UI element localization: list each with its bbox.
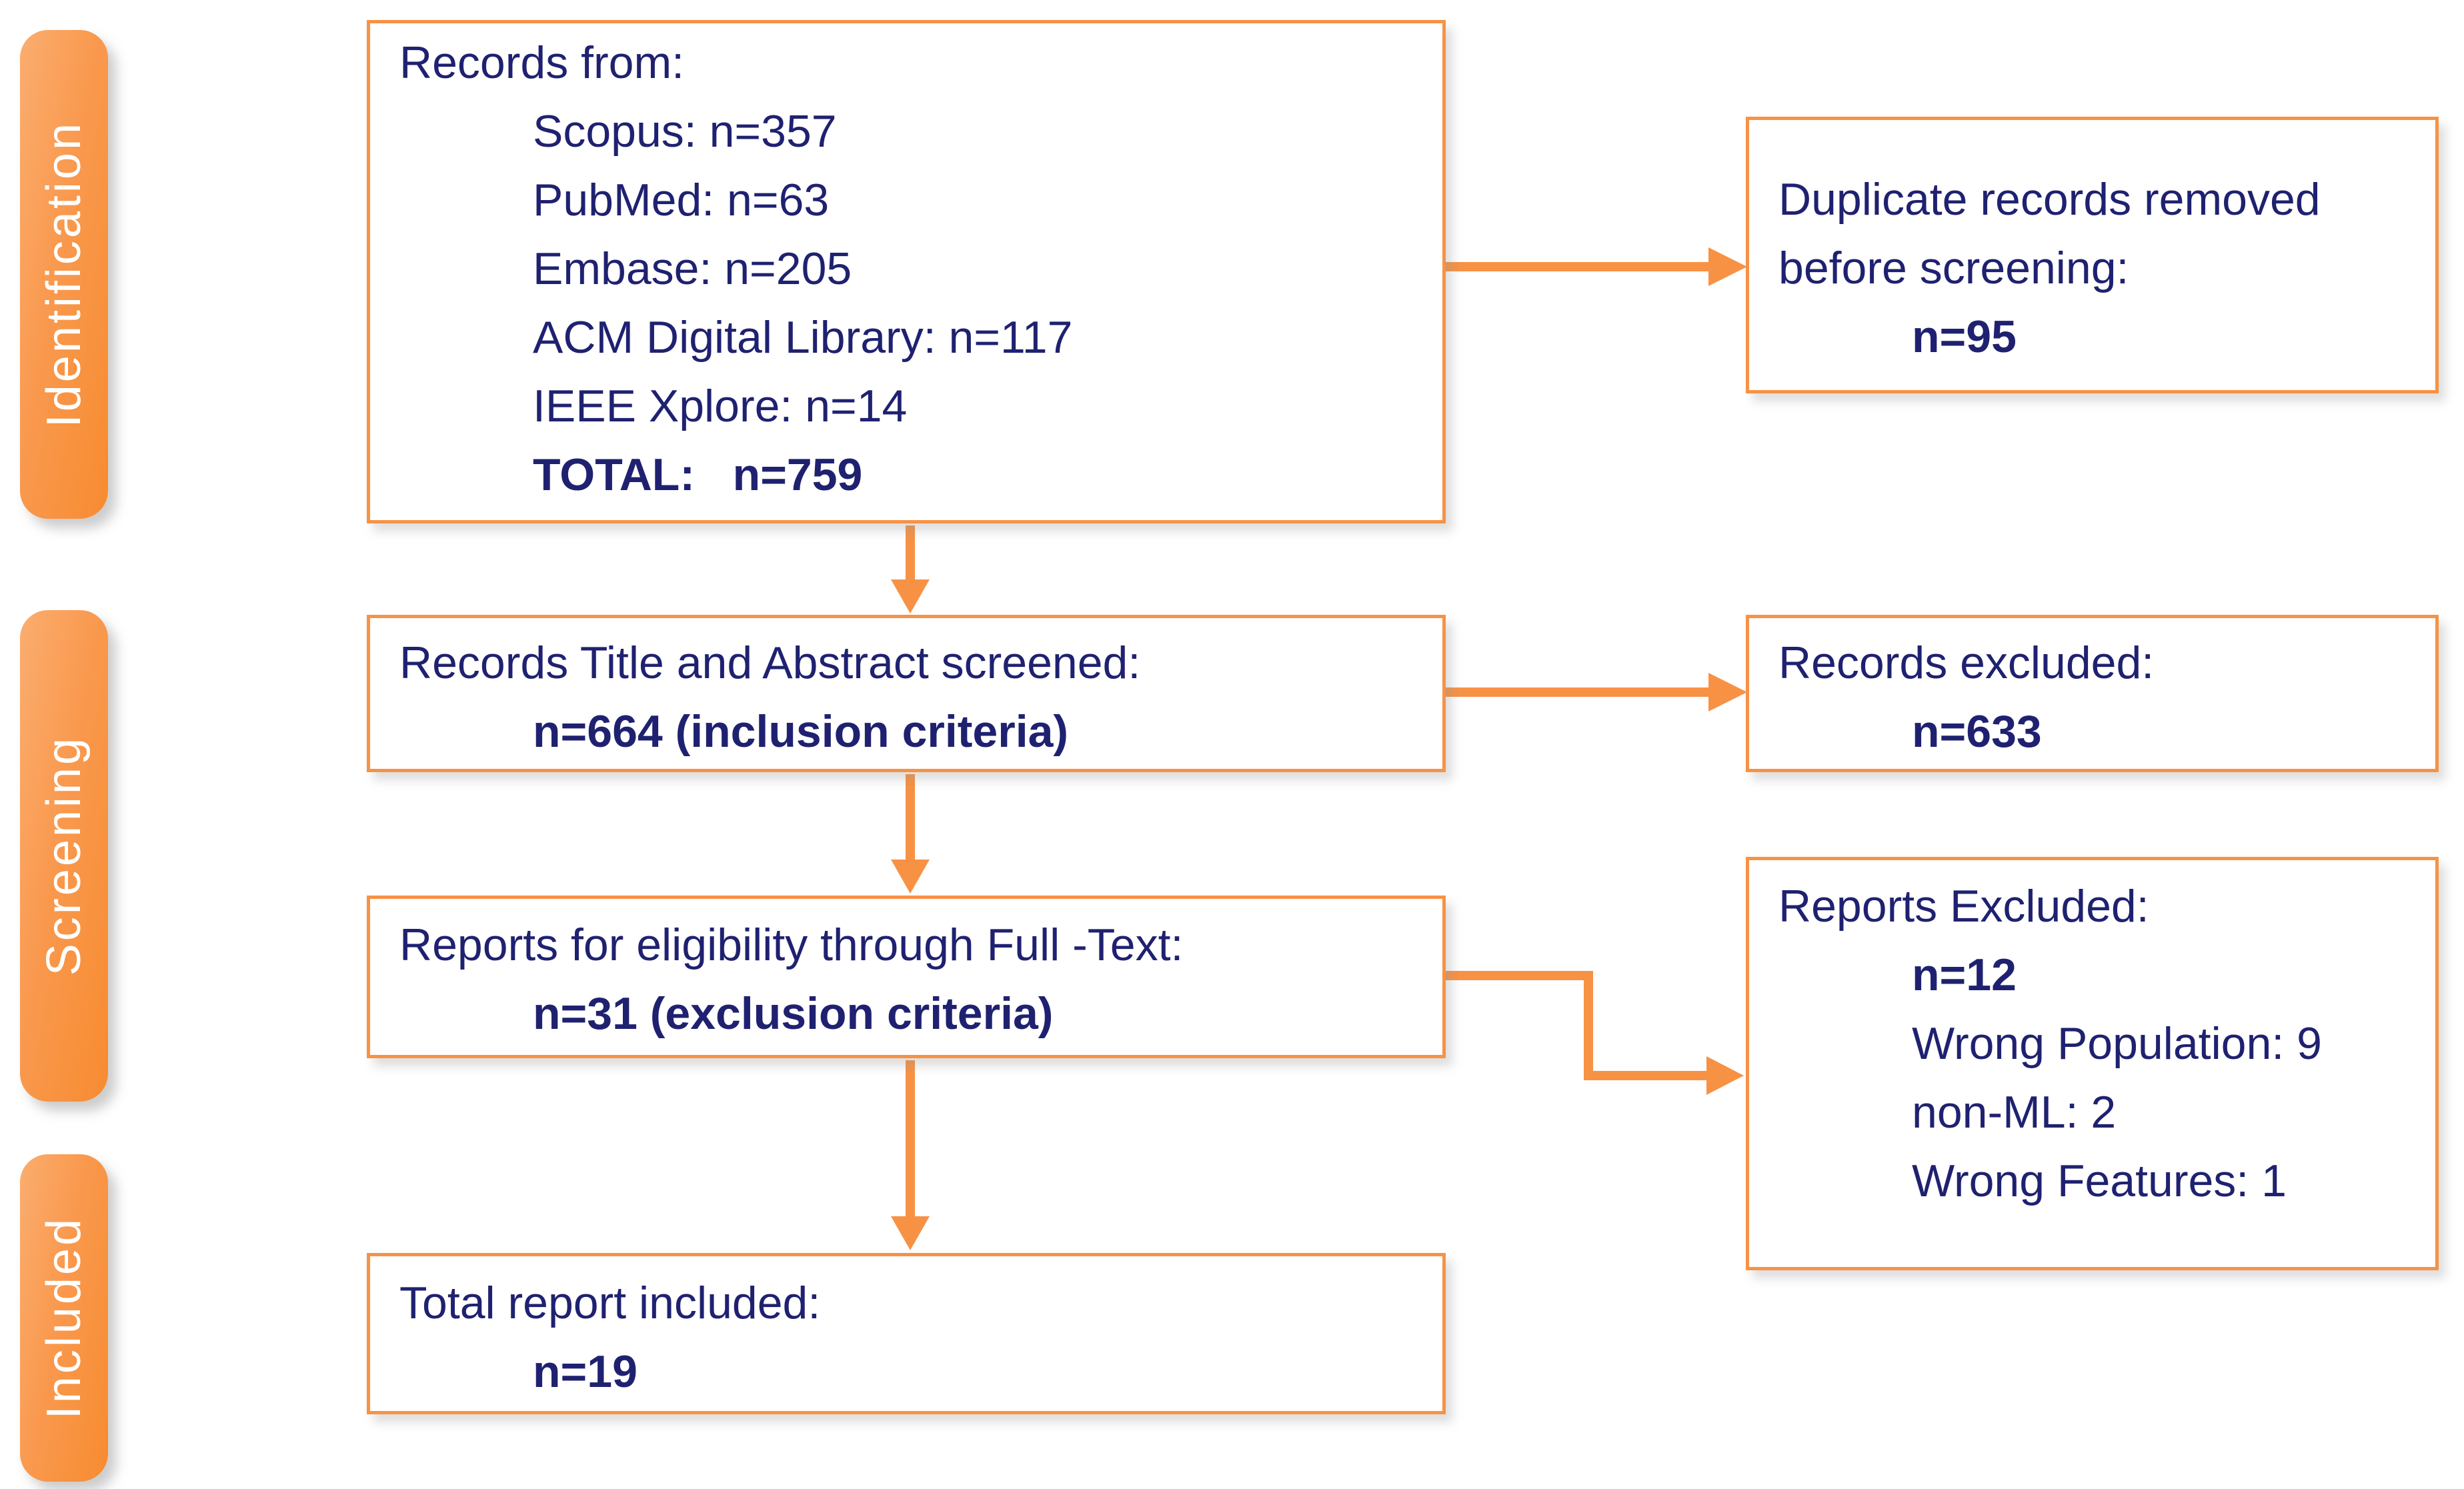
records-from-acm: ACM Digital Library: n=117	[533, 312, 1073, 363]
arrow-eligibility-to-reports-excluded	[1446, 971, 1744, 1095]
duplicates-text-1: Duplicate records removed	[1778, 174, 2321, 225]
duplicates-count: n=95	[1912, 311, 2017, 362]
box-reports-excluded: Reports Excluded: n=12 Wrong Population:…	[1746, 857, 2439, 1270]
box-records-from: Records from: Scopus: n=357 PubMed: n=63…	[367, 20, 1446, 523]
arrow-records-to-duplicates	[1446, 247, 1747, 286]
records-from-total: TOTAL: n=759	[533, 449, 863, 500]
stage-tab-identification: Identification	[20, 30, 108, 519]
included-count: n=19	[533, 1346, 638, 1397]
box-duplicates-removed: Duplicate records removed before screeni…	[1746, 117, 2439, 393]
arrow-records-to-screened	[891, 525, 930, 613]
arrow-screened-to-excluded	[1446, 673, 1747, 711]
arrow-screened-to-eligibility	[891, 774, 930, 894]
arrow-eligibility-to-included	[891, 1060, 930, 1250]
records-from-scopus: Scopus: n=357	[533, 106, 837, 157]
included-title: Total report included:	[399, 1278, 821, 1328]
records-from-pubmed: PubMed: n=63	[533, 175, 830, 225]
stage-tab-screening: Screening	[20, 610, 108, 1102]
eligibility-title: Reports for eligibility through Full -Te…	[399, 920, 1184, 970]
reports-excluded-non-ml: non-ML: 2	[1912, 1087, 2117, 1138]
records-from-ieee: IEEE Xplore: n=14	[533, 381, 908, 431]
stage-tab-included: Included	[20, 1154, 108, 1482]
box-records-excluded: Records excluded: n=633	[1746, 615, 2439, 772]
reports-excluded-wrong-population: Wrong Population: 9	[1912, 1018, 2322, 1069]
reports-excluded-title: Reports Excluded:	[1778, 881, 2149, 932]
duplicates-text-2: before screening:	[1778, 243, 2129, 293]
screened-count: n=664 (inclusion criteria)	[533, 706, 1069, 757]
box-eligibility: Reports for eligibility through Full -Te…	[367, 896, 1446, 1058]
records-from-embase: Embase: n=205	[533, 243, 852, 294]
box-screened: Records Title and Abstract screened: n=6…	[367, 615, 1446, 772]
records-excluded-title: Records excluded:	[1778, 637, 2155, 688]
reports-excluded-wrong-features: Wrong Features: 1	[1912, 1156, 2287, 1206]
stage-tab-included-label: Included	[37, 1216, 91, 1420]
box-included: Total report included: n=19	[367, 1253, 1446, 1414]
stage-tab-identification-label: Identification	[37, 121, 91, 428]
records-from-title: Records from:	[399, 37, 684, 88]
eligibility-count: n=31 (exclusion criteria)	[533, 988, 1054, 1039]
reports-excluded-count: n=12	[1912, 950, 2017, 1000]
records-excluded-count: n=633	[1912, 706, 2042, 757]
screened-title: Records Title and Abstract screened:	[399, 637, 1141, 688]
stage-tab-screening-label: Screening	[37, 735, 91, 976]
